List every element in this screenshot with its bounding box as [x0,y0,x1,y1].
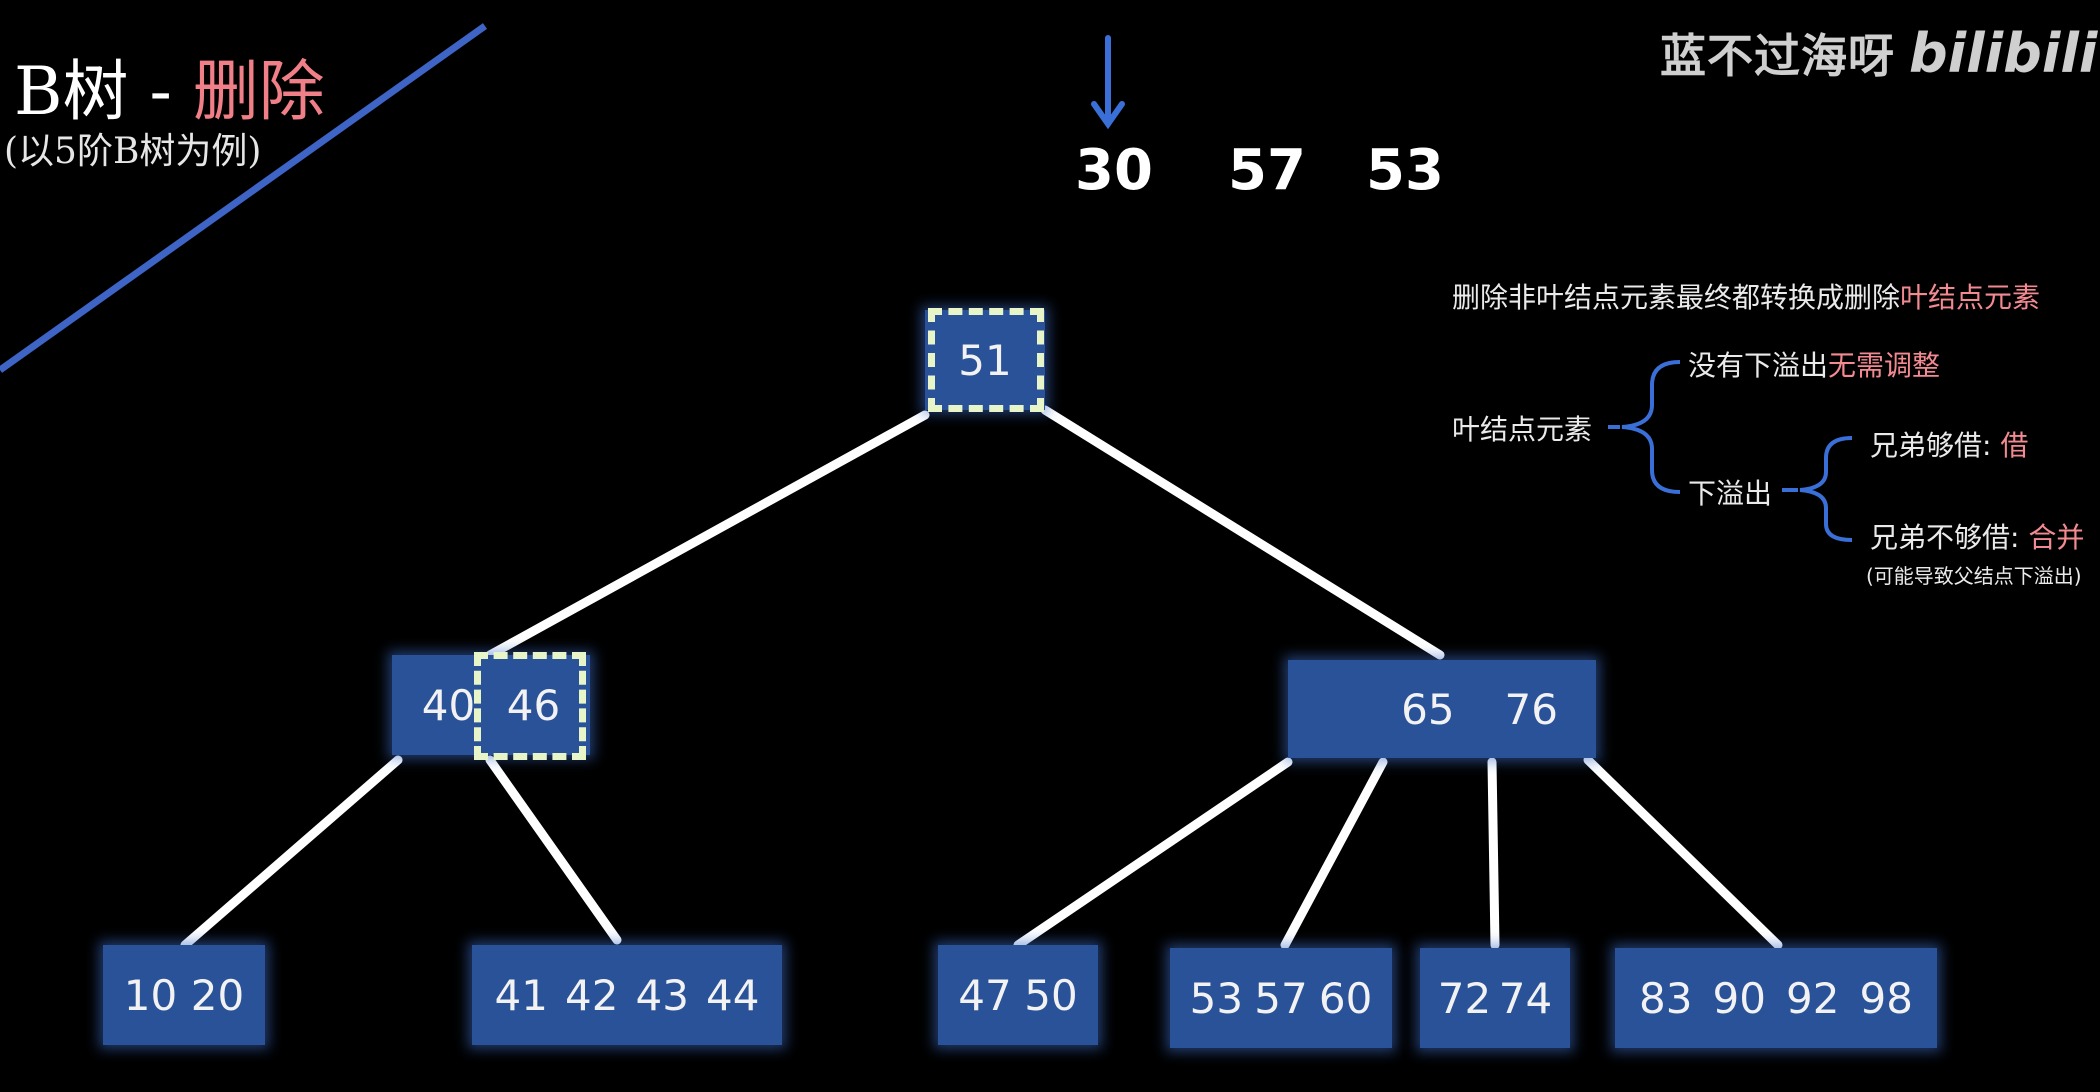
rule-braces [1608,360,1853,542]
edge-left-leaf1 [180,755,403,950]
rule-no-adjust: 无需调整 [1828,349,1941,382]
node-key: 41 [494,970,548,1020]
node-key: 90 [1712,973,1766,1023]
edge-root-left [485,410,930,660]
page-subtitle: (以5阶B树为例) [4,131,262,172]
node-key: 65 [1401,684,1455,734]
node-key: 47 [958,970,1012,1020]
rule-leaf-element: 叶结点元素 [1452,413,1593,446]
delete-seq-item: 57 [1228,138,1306,203]
page-title: B树 - 删除 [14,38,325,134]
rule-borrow: 借 [2000,429,2029,462]
title-action: 删除 [192,53,325,130]
tree-leaf: 72 74 [1420,948,1570,1048]
highlight-root [928,308,1044,412]
rule-no-underflow-text: 没有下溢出 [1688,349,1829,382]
edge-right-leaf3 [1013,757,1293,950]
node-key: 40 [421,680,476,730]
tree-node-left: 40 46 [392,655,590,755]
node-key: 57 [1254,973,1308,1023]
edge-right-leaf6 [1583,755,1783,950]
title-prefix: B树 - [14,53,193,130]
tree-leaf: 47 50 [938,945,1098,1045]
rule-header-plain: 删除非叶结点元素最终都转换成删除 [1452,281,1901,314]
node-key: 46 [506,680,561,730]
tree-node-right: 65 76 [1288,660,1596,758]
tree-edges [180,405,1783,950]
node-key: 74 [1498,973,1553,1023]
diagonal-stripe [0,23,488,373]
rule-sibling-enough: 兄弟够借: 借 [1870,424,2028,464]
node-key: 83 [1639,973,1693,1023]
edge-root-right [1040,405,1445,660]
tree-leaf: 10 20 [103,945,265,1045]
highlight-key-46 [474,652,586,760]
rule-sibling-not-enough-text: 兄弟不够借: [1870,521,2029,554]
down-arrow-icon [1091,35,1125,130]
rule-merge: 合并 [2028,521,2085,554]
tree-node-root: 51 [925,310,1045,410]
node-key: 44 [706,970,760,1020]
rule-underflow: 下溢出 [1688,477,1773,510]
delete-seq-item: 30 [1075,138,1153,203]
rule-sibling-enough-text: 兄弟够借: [1870,429,2001,462]
rule-sibling-not-enough: 兄弟不够借: 合并 [1870,516,2084,556]
edge-left-leaf2 [485,755,622,945]
brace-leaf [1621,360,1681,494]
node-key: 60 [1318,973,1373,1023]
tree-leaf: 53 57 60 [1170,948,1392,1048]
node-key: 43 [635,970,689,1020]
node-key: 42 [565,970,619,1020]
node-key: 10 [123,970,178,1020]
node-key: 51 [958,335,1012,385]
watermark-author: 蓝不过海呀 [1660,29,1895,83]
brace-underflow [1799,436,1853,542]
edge-right-leaf5 [1487,757,1500,950]
channel-watermark: 蓝不过海呀 bilibili [1660,20,2097,86]
node-key: 98 [1859,973,1913,1023]
node-key: 76 [1504,684,1558,734]
rule-header: 删除非叶结点元素最终都转换成删除叶结点元素 [1452,276,2040,316]
rule-no-underflow: 没有下溢出无需调整 [1688,344,1940,384]
bilibili-logo: bilibili [1909,22,2098,85]
node-key: 20 [190,970,245,1020]
node-key: 50 [1024,970,1078,1020]
rule-merge-note: (可能导致父结点下溢出) [1866,564,2082,588]
edge-right-leaf4 [1280,757,1388,950]
tree-leaf: 83 90 92 98 [1615,948,1937,1048]
tree-leaf: 41 42 43 44 [472,945,782,1045]
node-key: 92 [1786,973,1840,1023]
node-key: 53 [1189,973,1244,1023]
rule-header-pink: 叶结点元素 [1900,281,2041,314]
node-key: 72 [1437,973,1492,1023]
delete-seq-item: 53 [1366,138,1444,203]
